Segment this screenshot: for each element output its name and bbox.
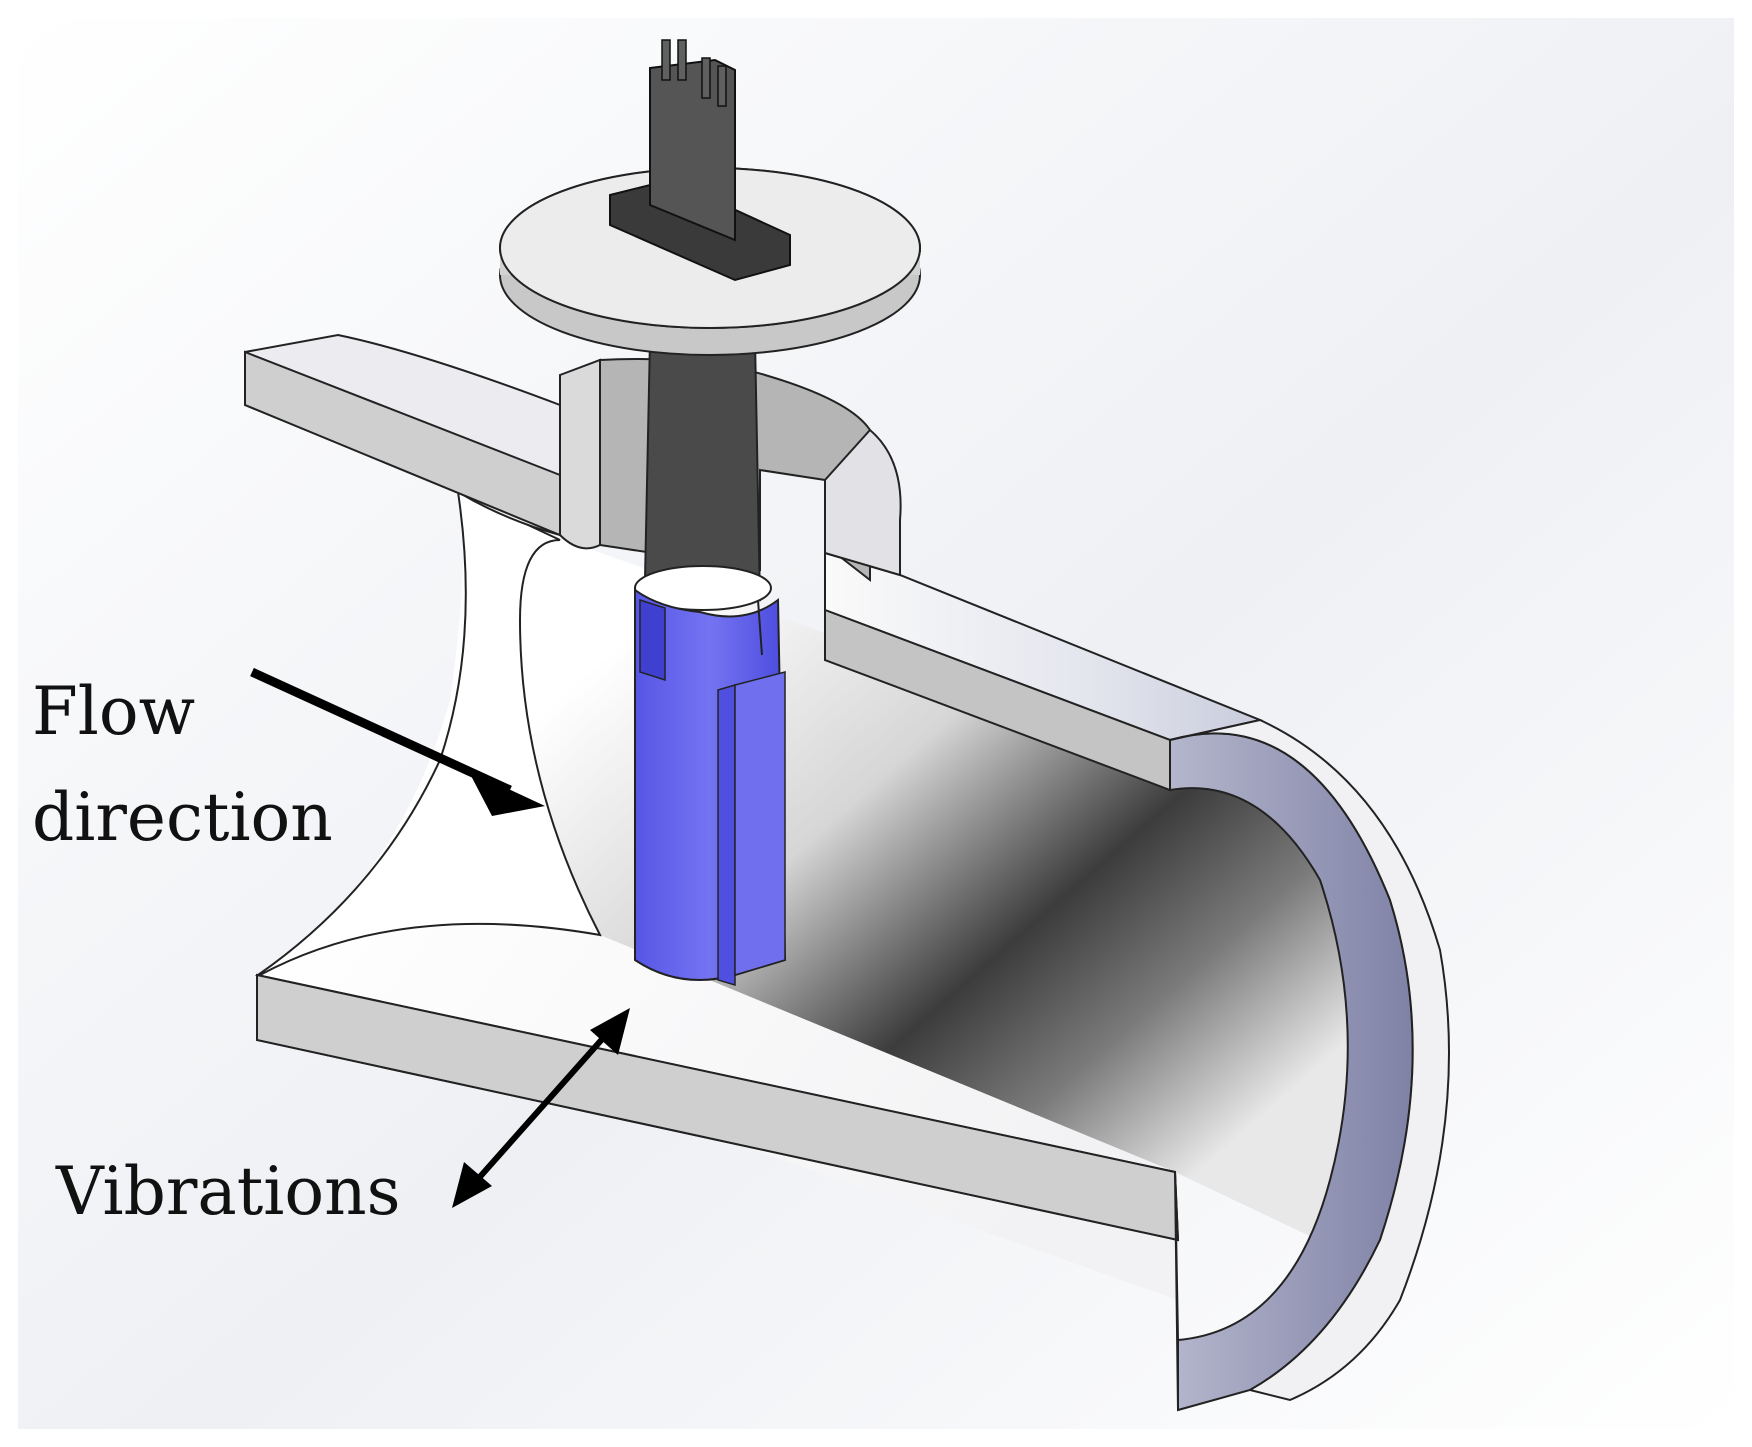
sensor-split: [757, 599, 763, 656]
connector-pin-3: [701, 57, 711, 99]
connector-pin-2: [677, 39, 687, 81]
pipe-bottom-end-face: [1174, 1171, 1179, 1411]
sensor-fin-face: [734, 671, 786, 977]
sensor-fin: [717, 683, 736, 987]
flow-direction-label-line1: Flow: [32, 673, 196, 750]
flow-direction-label-line2: direction: [32, 779, 333, 856]
sensor-top-cap: [634, 565, 772, 611]
pipe-left-wall: [254, 490, 602, 976]
pipe-interior: [260, 490, 1402, 1260]
connector-pin-4: [717, 65, 727, 107]
vibration-arrow-head-top: [590, 1008, 630, 1055]
housing-boss: [559, 358, 601, 550]
pipe-rim-top-face: [1169, 718, 1450, 1402]
housing-right-lip: [824, 428, 902, 577]
flow-arrow-shaft: [250, 667, 512, 795]
sensor-slot-left: [639, 598, 666, 682]
pipe-bottom-slab-face: [256, 973, 1180, 1242]
vibrations-label: Vibrations: [56, 1153, 401, 1230]
vibration-arrow-head-bottom: [452, 1162, 492, 1208]
sensor-stem: [643, 339, 762, 602]
vibration-arrow-shaft: [467, 1026, 615, 1190]
connector-pin-1: [661, 39, 671, 81]
flow-arrow-head: [468, 770, 545, 816]
